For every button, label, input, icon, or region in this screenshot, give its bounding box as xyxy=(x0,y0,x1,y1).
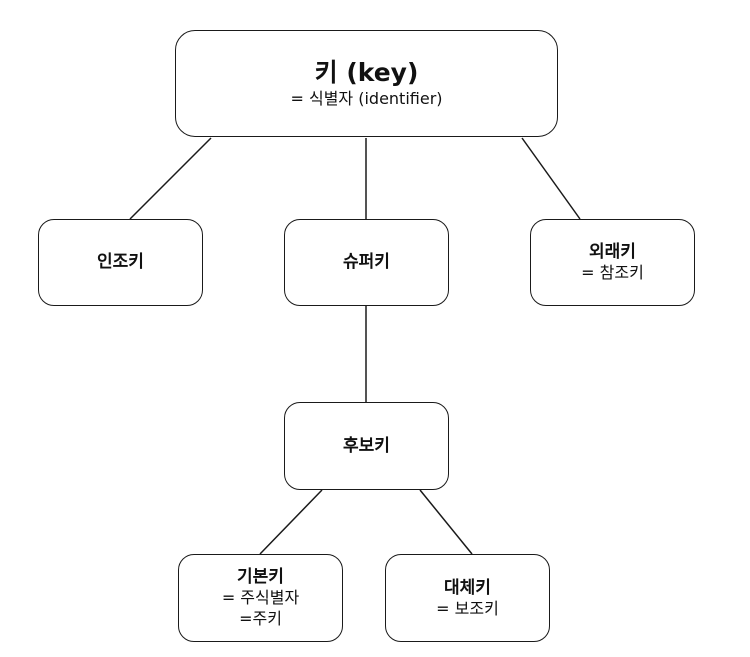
edge-candidate-alternate xyxy=(419,489,473,555)
node-foreign-key-subtitle: = 참조키 xyxy=(581,263,644,283)
node-super-key-title: 슈퍼키 xyxy=(343,252,390,273)
node-primary-key-subtitle: = 주식별자 xyxy=(221,588,300,608)
node-candidate-key: 후보키 xyxy=(284,402,449,490)
node-foreign-key: 외래키 = 참조키 xyxy=(530,219,695,306)
node-artificial-key-title: 인조키 xyxy=(97,252,144,273)
node-primary-key-subtitle-2: =주키 xyxy=(239,609,282,629)
node-artificial-key: 인조키 xyxy=(38,219,203,306)
node-alternate-key: 대체키 = 보조키 xyxy=(385,554,550,642)
node-key-subtitle: = 식별자 (identifier) xyxy=(290,88,443,108)
node-alternate-key-subtitle: = 보조키 xyxy=(436,598,499,618)
node-key: 키 (key) = 식별자 (identifier) xyxy=(175,30,558,137)
edge-candidate-primary xyxy=(259,489,323,555)
node-foreign-key-title: 외래키 xyxy=(589,242,636,263)
node-super-key: 슈퍼키 xyxy=(284,219,449,306)
edge-key-foreign xyxy=(521,137,581,220)
node-key-title: 키 (key) xyxy=(314,58,419,88)
node-candidate-key-title: 후보키 xyxy=(343,435,390,456)
edge-key-artificial xyxy=(129,137,212,220)
node-primary-key: 기본키 = 주식별자 =주키 xyxy=(178,554,343,642)
node-primary-key-title: 기본키 xyxy=(237,567,284,588)
node-alternate-key-title: 대체키 xyxy=(444,577,491,598)
